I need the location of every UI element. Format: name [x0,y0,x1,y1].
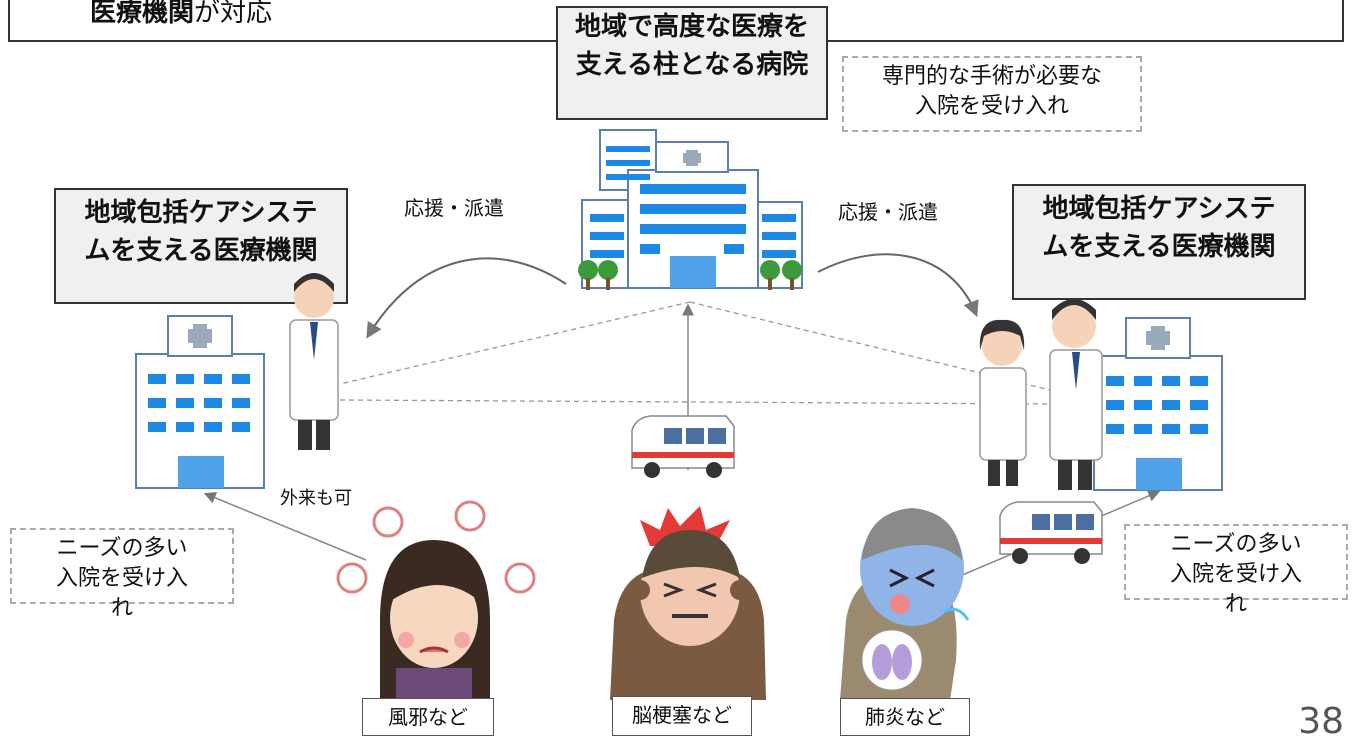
stroke-patient-icon [610,506,766,700]
left-support-label: 応援・派遣 [404,196,504,220]
dashed-connections [339,301,1051,405]
caption-pneumonia-text: 肺炎など [865,705,945,729]
left-hospital-building-icon [135,315,265,489]
left-institution-title-text: 地域包括ケアシステムを支える医療機関 [84,198,318,266]
cold-patient-arrow [203,492,367,561]
right-needs-note-text: ニーズの多い入院を受け入れ [1169,532,1302,617]
central-note: 専門的な手術が必要な入院を受け入れ [842,56,1142,132]
header-text: 医療機関が対応 [90,0,272,29]
cold-patient-icon [336,500,536,700]
right-nurse-icon [979,319,1027,486]
right-ambulance-icon [999,501,1103,564]
right-institution-title: 地域包括ケアシステムを支える医療機関 [1012,184,1306,300]
central-hospital-title: 地域で高度な医療を支える柱となる病院 [556,6,828,120]
header-rest: が対応 [194,0,273,28]
outpatient-note: 外来も可 [280,488,352,509]
central-hospital-title-text: 地域で高度な医療を支える柱となる病院 [574,12,809,80]
right-support-label: 応援・派遣 [838,200,938,224]
left-doctor-icon [289,273,339,450]
page-number: 38 [1298,701,1344,742]
left-needs-note: ニーズの多い入院を受け入れ [10,528,234,621]
header-bold: 医療機関 [90,0,195,28]
caption-cold: 風邪など [362,698,494,736]
right-institution-title-text: 地域包括ケアシステムを支える医療機関 [1042,194,1276,262]
right-hospital-building-icon [1093,317,1223,491]
central-note-text: 専門的な手術が必要な入院を受け入れ [881,64,1102,119]
pneumonia-patient-icon [840,508,970,700]
center-ambulance-icon [631,415,735,478]
left-support-arrow [366,257,567,339]
caption-stroke-text: 脳梗塞など [632,703,732,727]
central-hospital-building-icon [578,129,803,290]
left-needs-note-text: ニーズの多い入院を受け入れ [55,536,188,621]
caption-pneumonia: 肺炎など [840,698,970,736]
right-needs-note: ニーズの多い入院を受け入れ [1124,524,1348,617]
caption-cold-text: 風邪など [388,705,468,729]
right-doctor-icon [1049,299,1103,490]
caption-stroke: 脳梗塞など [612,696,752,736]
right-support-arrow [817,253,979,317]
